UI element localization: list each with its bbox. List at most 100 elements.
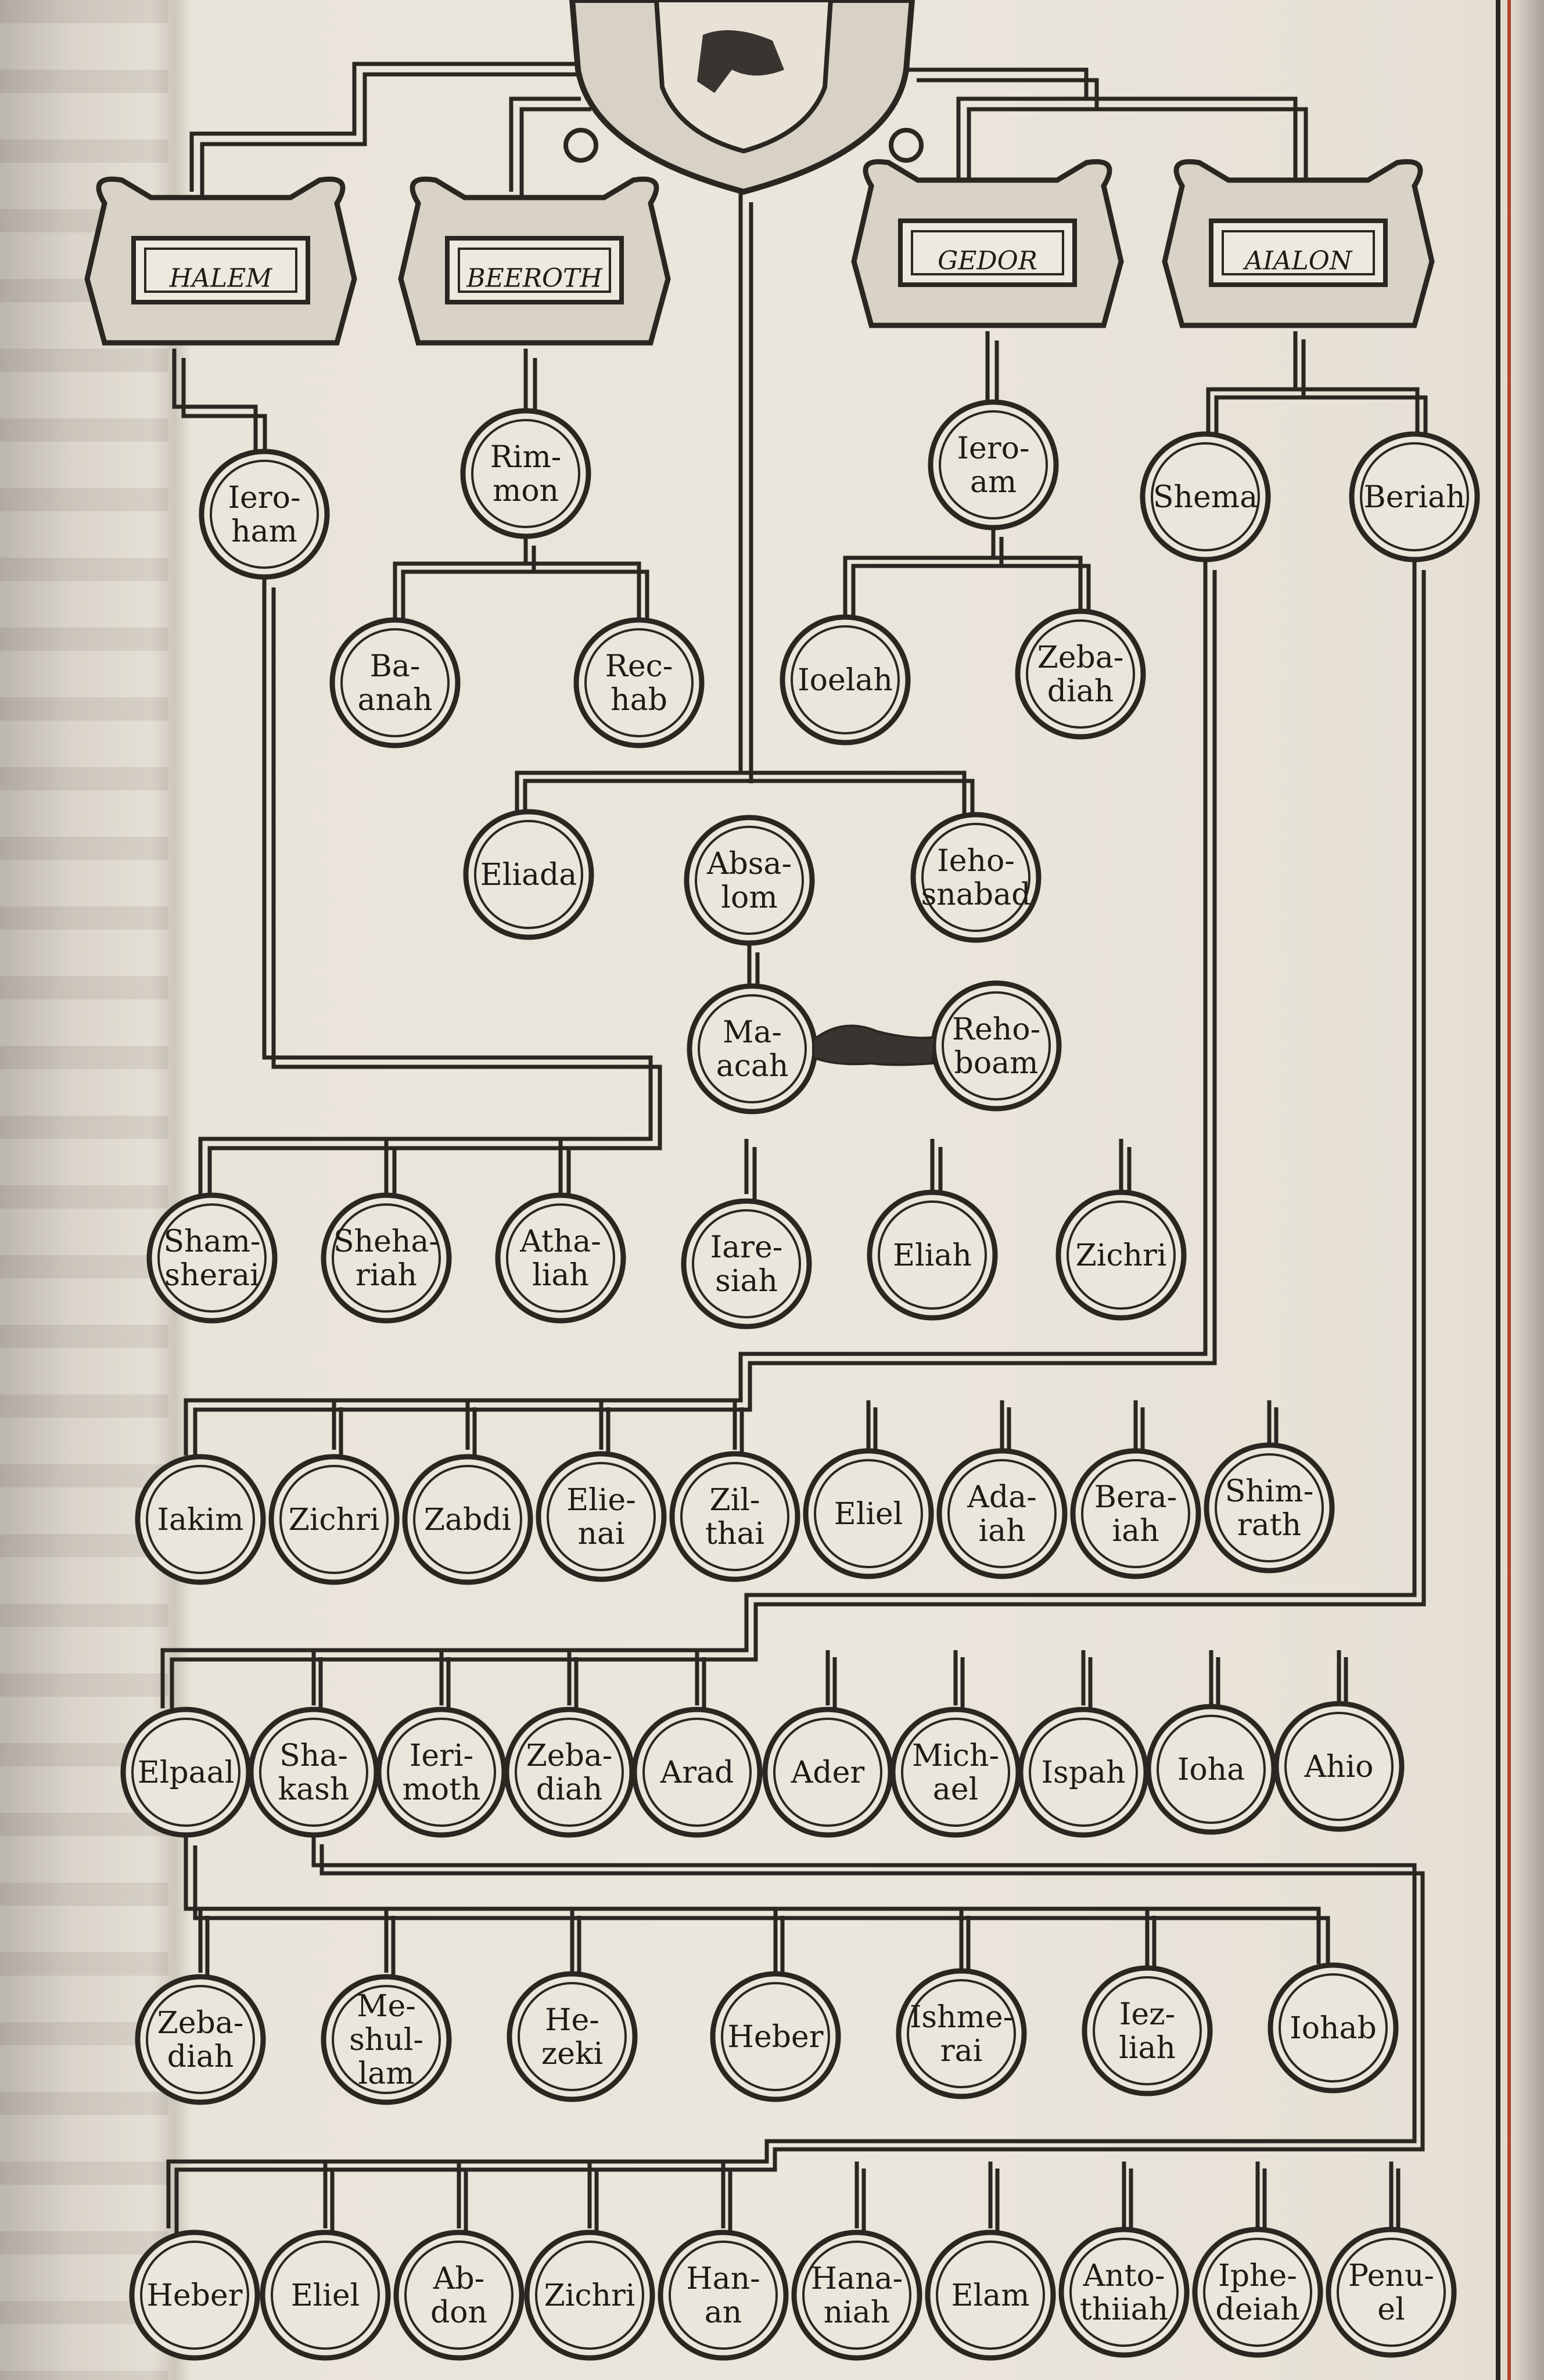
person-name-line: Zeba- [526,1739,613,1773]
person-name-line: Ba- [370,649,421,684]
person-name-line: Elie- [566,1483,636,1518]
person-name-line: siah [715,1264,778,1299]
person-name-line: Ma- [723,1015,782,1050]
person-node-antothiiah: Anto-thiiah [1058,2227,1190,2358]
person-name-line: Zeba- [157,2006,244,2041]
person-node-ahio: Ahio [1273,1701,1405,1832]
handclasp-icon [812,1024,937,1066]
person-name-line: Ieho- [937,844,1015,879]
person-name-line: Zeba- [1037,640,1124,675]
person-node-zebadiah2: Zeba-diah [504,1707,635,1838]
connector-lines [160,62,1428,2236]
person-node-ishmerai: Ishme-rai [896,1968,1027,2099]
person-name-line: iah [978,1514,1025,1549]
person-node-hanan: Han-an [658,2230,789,2361]
person-name-line: Iero- [957,431,1029,466]
person-node-rimmon: Rim-mon [460,408,591,539]
person-name-line: don [430,2295,487,2330]
person-node-eliel2: Eliel [260,2230,391,2361]
person-node-elam: Elam [925,2230,1056,2361]
person-name-line: ael [933,1772,978,1807]
person-name-line: Sheha- [333,1224,439,1259]
person-node-zilthai: Zil-thai [669,1451,800,1582]
person-node-hananiah: Hana-niah [791,2230,922,2361]
person-name-line: Shema [1153,480,1258,515]
person-name-line: Ioelah [798,663,893,698]
person-name-line: He- [545,2003,599,2038]
person-name-line: mon [493,474,559,508]
person-node-elienai: Elie-nai [536,1451,667,1582]
place-plaques: HALEM BEEROTH GEDOR AIALON [84,159,1435,346]
person-name-line: Zichri [1076,1238,1167,1273]
person-node-michael: Mich-ael [890,1707,1021,1838]
person-name-line: Penu- [1348,2259,1434,2293]
person-node-ioelah: Ioelah [780,614,911,745]
person-name-line: Reho- [952,1012,1040,1047]
person-name-line: Eliada [480,858,577,892]
person-node-ader: Ader [762,1707,893,1838]
place-plaque-gedor: GEDOR [851,159,1124,328]
person-name-line: boam [954,1046,1039,1081]
person-node-zebadiah3: Zeba-diah [135,1974,266,2105]
person-name-line: Han- [686,2261,760,2296]
person-name-line: Eliah [893,1238,972,1273]
person-node-rehoboam: Reho-boam [931,980,1062,1112]
person-name-line: el [1377,2292,1405,2327]
person-name-line: anah [358,683,433,718]
person-node-iakim: Iakim [135,1454,266,1585]
person-name-line: Zil- [710,1483,760,1518]
person-name-line: Ishme- [910,2000,1013,2035]
person-name-line: liah [532,1258,589,1293]
person-name-line: Hana- [811,2261,903,2296]
person-node-heber2: Heber [129,2230,260,2361]
person-name-line: Ioha [1177,1752,1245,1787]
person-node-athaliah: Atha-liah [495,1192,626,1324]
person-name-line: Sham- [164,1224,261,1259]
person-name-line: moth [402,1772,480,1807]
person-name-line: Iero- [228,481,300,515]
person-name-line: zeki [541,2037,603,2071]
person-name-line: lom [721,880,777,915]
place-plaque-leftplace: HALEM [84,176,357,346]
person-name-line: Elpaal [138,1755,235,1790]
person-name-line: ham [231,514,297,549]
person-node-zichri1: Zichri [1055,1189,1187,1321]
person-name-line: Ada- [967,1480,1036,1515]
person-node-heber1: Heber [710,1971,841,2102]
person-name-line: Ahio [1304,1750,1374,1784]
person-node-zebadiah1: Zeba-diah [1015,608,1146,740]
person-name-line: Rec- [605,649,673,684]
person-name-line: am [970,465,1017,500]
place-label: GEDOR [938,246,1037,276]
place-label: BEEROTH [466,264,603,293]
person-name-line: Rim- [490,440,562,475]
person-node-ierimoth: Ieri-moth [376,1707,507,1838]
person-name-line: Shim- [1225,1474,1314,1509]
person-name-line: an [705,2295,742,2330]
person-name-line: Absa- [706,847,792,881]
person-name-line: diah [1047,674,1114,709]
person-name-line: Mich- [912,1739,999,1773]
person-name-line: Me- [357,1989,416,2024]
person-node-abdon: Ab-don [393,2230,525,2361]
person-node-iohab: Iohab [1267,1962,1399,2094]
person-name-line: nai [577,1517,624,1551]
person-node-shehariah: Sheha-riah [321,1192,452,1324]
person-name-line: Eliel [834,1497,903,1532]
person-name-line: iah [1112,1514,1159,1549]
person-node-iaresiah: Iare-siah [681,1198,812,1329]
person-node-adaiah: Ada-iah [936,1448,1068,1579]
person-name-line: riah [356,1258,417,1293]
person-name-line: Elam [951,2278,1030,2313]
place-plaque-beeroth: BEEROTH [398,176,671,346]
person-node-eliah: Eliah [867,1189,998,1321]
person-node-iezliah: Iez-liah [1082,1965,1213,2096]
place-label: AIALON [1243,246,1353,276]
person-name-line: Ader [791,1755,865,1790]
person-name-line: Atha- [519,1224,601,1259]
person-node-eliada: Eliada [463,809,594,940]
person-node-eliel1: Eliel [803,1448,934,1579]
crest-emblem [563,0,924,195]
person-node-beraiah: Bera-iah [1070,1448,1201,1579]
